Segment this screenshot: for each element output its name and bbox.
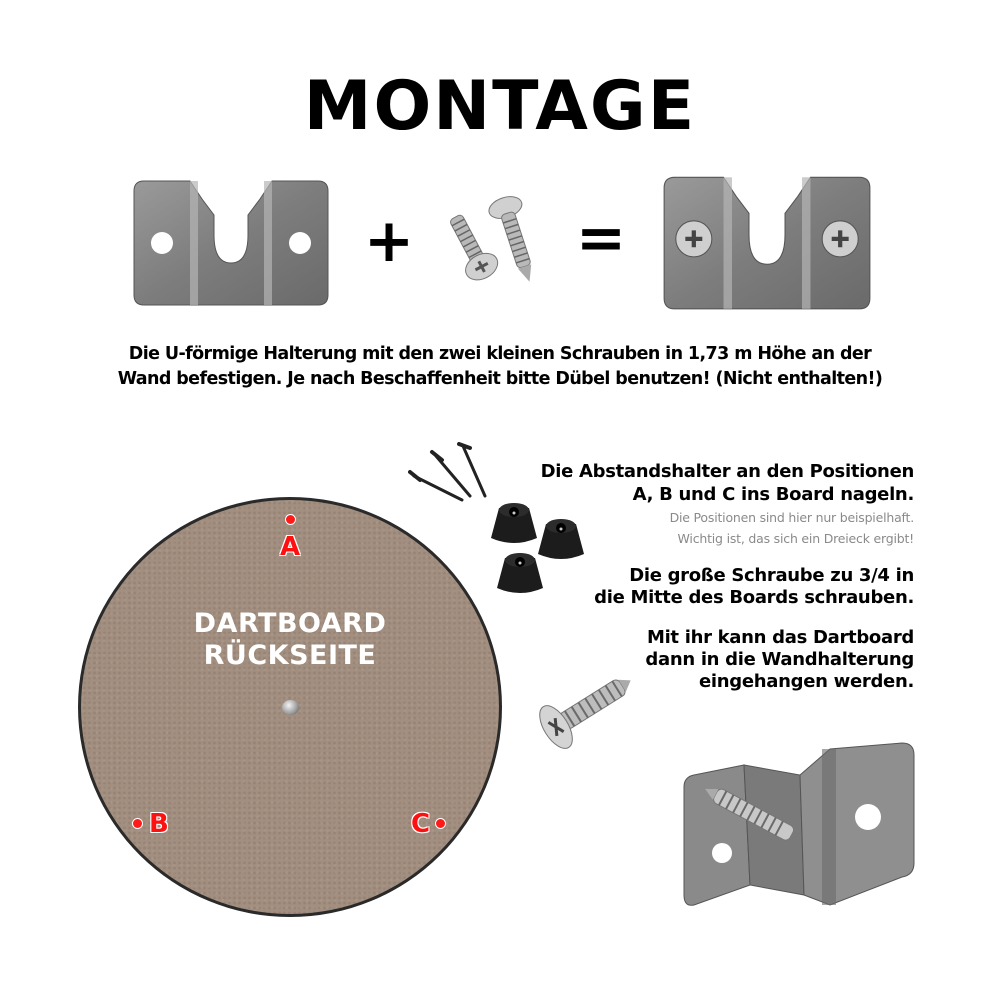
large-screw-image (522, 662, 642, 766)
position-b-label: B (149, 809, 169, 839)
spacer-3-icon (495, 550, 545, 593)
spacer-2-icon (536, 516, 586, 559)
step-2-text: Die große Schraube zu 3/4 in die Mitte d… (594, 565, 914, 609)
position-a-label: A (280, 532, 301, 562)
position-a-dot (286, 515, 295, 524)
intro-line-1: Die U-förmige Halterung mit den zwei kle… (128, 344, 872, 364)
page-title: MONTAGE (303, 67, 697, 146)
bracket-hung-image (680, 735, 920, 919)
u-bracket-image (132, 177, 330, 311)
dartboard-label: DARTBOARD RÜCKSEITE (160, 608, 420, 672)
nails-image (408, 442, 488, 508)
position-b-dot (133, 819, 142, 828)
equals-sign: = (575, 203, 627, 273)
note-line-2: Wichtig ist, das sich ein Dreieck ergibt… (677, 531, 915, 546)
step-3-text: Mit ihr kann das Dartboard dann in die W… (645, 627, 914, 693)
step-3-line-3: eingehangen werden. (699, 671, 914, 692)
note-line-1: Die Positionen sind hier nur beispielhaf… (669, 510, 915, 525)
nails-icon (408, 442, 487, 502)
bracket-with-screws-image (662, 172, 872, 316)
step-3-line-1: Mit ihr kann das Dartboard (646, 627, 914, 648)
intro-line-2: Wand befestigen. Je nach Beschaffenheit … (117, 369, 883, 389)
step-1-line-1: Die Abstandshalter an den Positionen (540, 461, 915, 482)
position-c-dot (436, 819, 445, 828)
step-2-line-1: Die große Schraube zu 3/4 in (629, 565, 914, 586)
step-1-text: Die Abstandshalter an den Positionen A, … (540, 460, 915, 506)
step-2-line-2: die Mitte des Boards schrauben. (594, 587, 914, 608)
screws-icon (450, 196, 532, 282)
dartboard-label-line-1: DARTBOARD (193, 608, 387, 639)
spacer-1-icon (489, 500, 539, 543)
hung-bracket-icon (683, 742, 915, 906)
positions-note: Die Positionen sind hier nur beispielhaf… (669, 507, 915, 549)
position-c-label: C (411, 809, 431, 839)
small-screws-image (445, 192, 555, 296)
intro-text: Die U-förmige Halterung mit den zwei kle… (60, 342, 940, 392)
plus-sign: + (363, 206, 415, 276)
center-screw-icon (282, 700, 299, 715)
large-screw-icon (539, 679, 631, 749)
step-1-line-2: A, B und C ins Board nageln. (632, 484, 915, 505)
u-bracket-icon (133, 180, 329, 306)
mounted-bracket-icon (663, 176, 871, 310)
dartboard-label-line-2: RÜCKSEITE (203, 640, 377, 671)
step-3-line-2: dann in die Wandhalterung (645, 649, 914, 670)
